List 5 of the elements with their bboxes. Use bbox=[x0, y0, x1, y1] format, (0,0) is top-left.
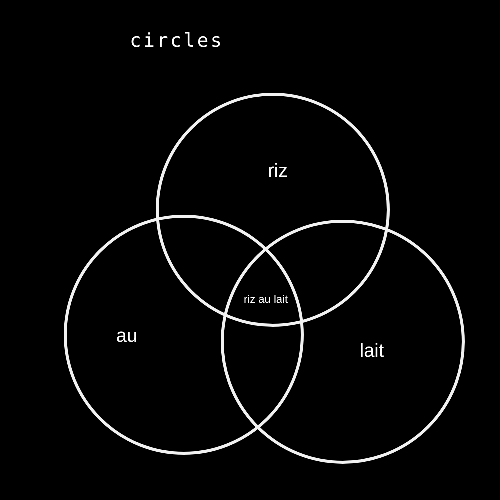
diagram-title: circles bbox=[130, 30, 224, 52]
set-label: au bbox=[116, 326, 138, 348]
set-label: riz bbox=[268, 161, 288, 183]
intersection-label: riz au lait bbox=[244, 294, 288, 306]
set-label: lait bbox=[360, 341, 384, 363]
